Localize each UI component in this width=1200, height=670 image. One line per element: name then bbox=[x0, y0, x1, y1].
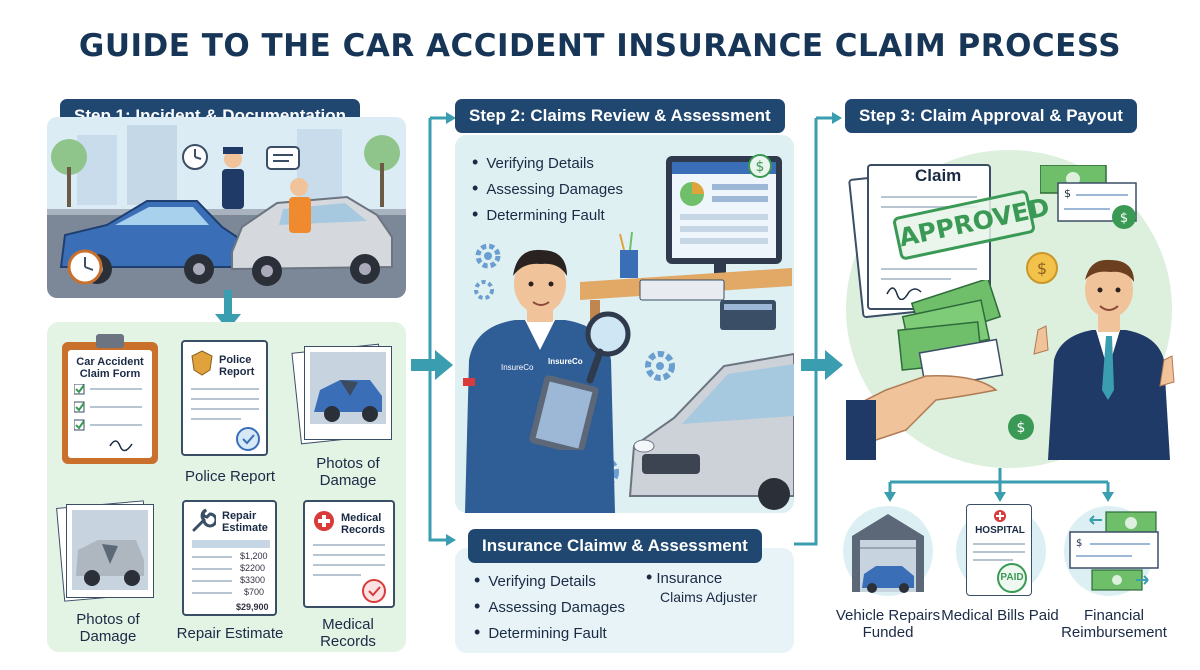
adjuster-line-1: Insurance bbox=[656, 570, 723, 587]
medical-bills-caption: Medical Bills Paid bbox=[941, 607, 1059, 624]
medical-records-caption: Medical Records bbox=[320, 616, 376, 650]
damaged-car-photo bbox=[310, 352, 386, 424]
assessment-bullet-1: Verifying Details bbox=[474, 568, 625, 594]
vehicle-repairs-caption: Vehicle Repairs Funded bbox=[835, 607, 941, 641]
repair-estimate-document: Repair Estimate $1,200 $2200 $3300 $700 … bbox=[182, 500, 277, 616]
green-coin-icon: $ bbox=[1008, 414, 1034, 440]
workstation-illustration bbox=[580, 156, 792, 360]
wrench-icon bbox=[192, 508, 216, 532]
photos-caption-top: Photos of Damage bbox=[316, 455, 380, 489]
reimbursement-icon: $ bbox=[1069, 511, 1159, 591]
gold-coin-icon: $ bbox=[1026, 252, 1058, 284]
gear-icon-2 bbox=[645, 351, 675, 381]
payout-hand-illustration bbox=[846, 280, 1004, 460]
shirt-badge-left: InsureCo bbox=[501, 363, 534, 372]
hospital-bill-document: HOSPITAL PAID bbox=[966, 504, 1032, 596]
claim-title: Claim bbox=[915, 166, 962, 185]
amount-1: $1,200 bbox=[240, 551, 268, 561]
medical-cross-icon bbox=[314, 511, 334, 531]
svg-text:$: $ bbox=[1017, 420, 1026, 436]
medical-cross-icon-2 bbox=[994, 510, 1006, 522]
dollar-coin-icon: $ bbox=[748, 154, 772, 178]
review-bullets: Verifying Details Assessing Damages Dete… bbox=[472, 150, 623, 228]
outcome-branch-lines bbox=[884, 468, 1114, 502]
reimbursement-caption: Financial Reimbursement bbox=[1061, 607, 1167, 641]
assessment-bullets: Verifying Details Assessing Damages Dete… bbox=[474, 568, 625, 646]
repair-estimate-title: Repair Estimate bbox=[222, 510, 268, 534]
svg-text:$: $ bbox=[1076, 538, 1082, 549]
step1-connector-lines bbox=[428, 112, 456, 546]
damage-photos-bottom bbox=[56, 500, 156, 604]
damaged-car-photo-2 bbox=[72, 510, 148, 590]
claim-form-title: Car Accident Claim Form bbox=[76, 356, 144, 380]
businessman-illustration bbox=[1033, 259, 1175, 460]
damage-photos-top bbox=[291, 342, 394, 446]
accident-scene bbox=[47, 117, 406, 298]
svg-text:$: $ bbox=[1064, 187, 1071, 200]
step3-label: Step 3: Claim Approval & Payout bbox=[845, 99, 1137, 133]
step2-label: Step 2: Claims Review & Assessment bbox=[455, 99, 785, 133]
page-title: GUIDE TO THE CAR ACCIDENT INSURANCE CLAI… bbox=[78, 28, 1122, 64]
review-bullet-2: Assessing Damages bbox=[472, 176, 623, 202]
check-and-coin-icon: $ $ bbox=[1040, 165, 1137, 229]
checklist-icon bbox=[74, 384, 142, 452]
repair-estimate-caption: Repair Estimate bbox=[176, 625, 284, 642]
assessment-bullet-2: Assessing Damages bbox=[474, 594, 625, 620]
right-arrow-icon-2 bbox=[801, 350, 843, 380]
photos-caption-bottom: Photos of Damage bbox=[76, 611, 140, 645]
signature-icon bbox=[886, 287, 922, 300]
adjuster-line-2: Claims Adjuster bbox=[660, 589, 758, 605]
step2-connector-lines bbox=[794, 112, 842, 546]
svg-text:$: $ bbox=[1037, 259, 1047, 278]
garage-icon bbox=[852, 514, 924, 593]
tablet-magnifier-illustration bbox=[529, 311, 631, 450]
svg-text:$: $ bbox=[756, 159, 765, 175]
review-bullet-3: Determining Fault bbox=[472, 202, 623, 228]
assessment-bullet-3: Determining Fault bbox=[474, 620, 625, 646]
amount-total: $29,900 bbox=[236, 602, 269, 612]
right-arrow-icon bbox=[411, 350, 453, 380]
claim-form-clipboard: Car Accident Claim Form bbox=[62, 334, 158, 464]
hospital-title: HOSPITAL bbox=[975, 525, 1025, 536]
check-seal-icon bbox=[362, 579, 386, 603]
accident-illustration bbox=[47, 117, 406, 298]
amount-2: $2200 bbox=[240, 563, 266, 573]
review-bullet-1: Verifying Details bbox=[472, 150, 623, 176]
svg-text:$: $ bbox=[1120, 211, 1128, 226]
seal-icon bbox=[236, 427, 260, 451]
amount-3: $3300 bbox=[240, 575, 266, 585]
paid-stamp: PAID bbox=[997, 563, 1027, 593]
badge-icon bbox=[191, 350, 213, 376]
amount-4: $700 bbox=[244, 587, 265, 597]
police-report-title: Police Report bbox=[219, 354, 255, 378]
medical-records-title: Medical Records bbox=[341, 512, 386, 536]
gear-icon bbox=[474, 243, 501, 300]
silver-car-illustration bbox=[628, 352, 794, 510]
police-report-caption: Police Report bbox=[184, 468, 276, 485]
medical-records-document: Medical Records bbox=[303, 500, 395, 608]
police-report-document: Police Report bbox=[181, 340, 268, 456]
shirt-badge-right: InsureCo bbox=[548, 357, 583, 366]
adjuster-label: •Insurance Claims Adjuster bbox=[646, 567, 758, 605]
assessment-label: Insurance Claimw & Assessment bbox=[468, 529, 762, 563]
